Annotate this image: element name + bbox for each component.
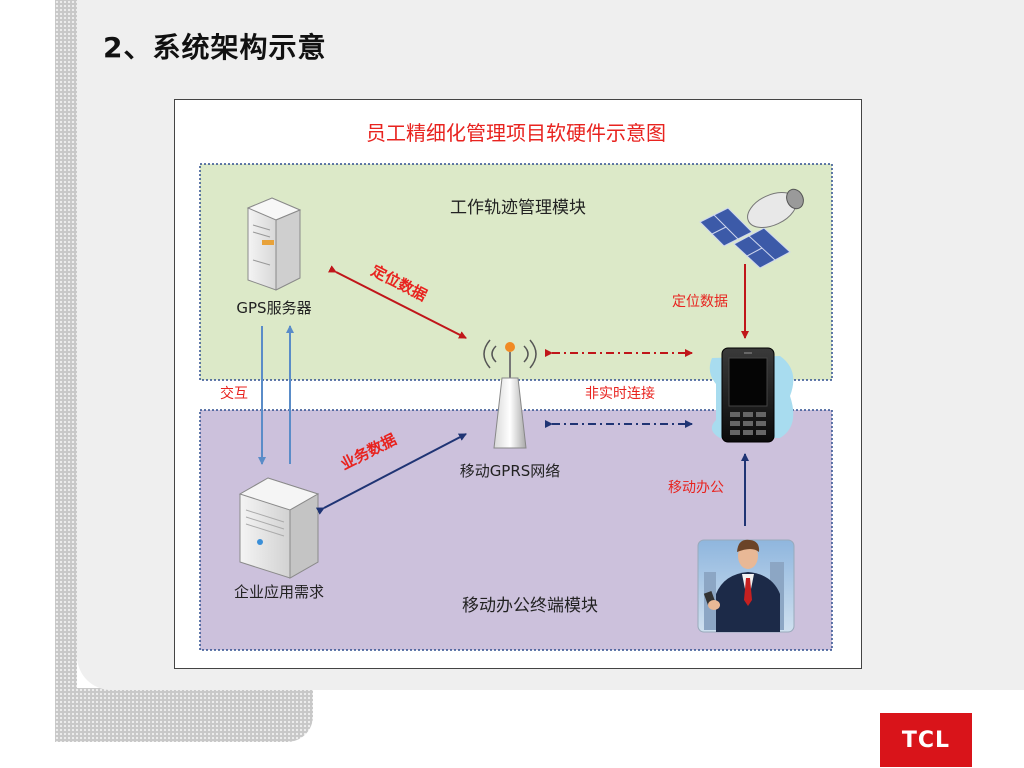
non-realtime-label: 非实时连接 xyxy=(585,385,655,402)
left-decor-bar xyxy=(55,0,77,742)
gps-network-arrow xyxy=(327,265,467,339)
tcl-logo-text: TCL xyxy=(901,727,951,753)
mobile-office-label: 移动办公 xyxy=(668,480,724,496)
mobile-phone-icon xyxy=(709,347,794,443)
top-module xyxy=(199,163,833,381)
interaction-label: 交互 xyxy=(220,385,248,402)
bottom-module-label: 移动办公终端模块 xyxy=(462,596,598,616)
satellite-icon xyxy=(699,188,804,269)
app-network-arrow xyxy=(315,433,467,515)
gprs-network-label: 移动GPRS网络 xyxy=(460,462,561,480)
businessman-icon xyxy=(697,539,795,633)
tcl-logo: TCL xyxy=(880,713,972,767)
slide-title: 2、系统架构示意 xyxy=(103,31,327,64)
gps-server-label: GPS服务器 xyxy=(236,299,311,317)
top-module-label: 工作轨迹管理模块 xyxy=(450,198,586,218)
antenna-icon xyxy=(483,339,537,449)
enterprise-app-label: 企业应用需求 xyxy=(234,583,324,601)
desktop-server-icon xyxy=(238,477,320,579)
server-icon xyxy=(246,197,302,291)
positioning-data-vertical-label: 定位数据 xyxy=(672,294,728,310)
diagram-title: 员工精细化管理项目软硬件示意图 xyxy=(366,121,666,145)
bottom-decor-bar xyxy=(55,688,313,742)
